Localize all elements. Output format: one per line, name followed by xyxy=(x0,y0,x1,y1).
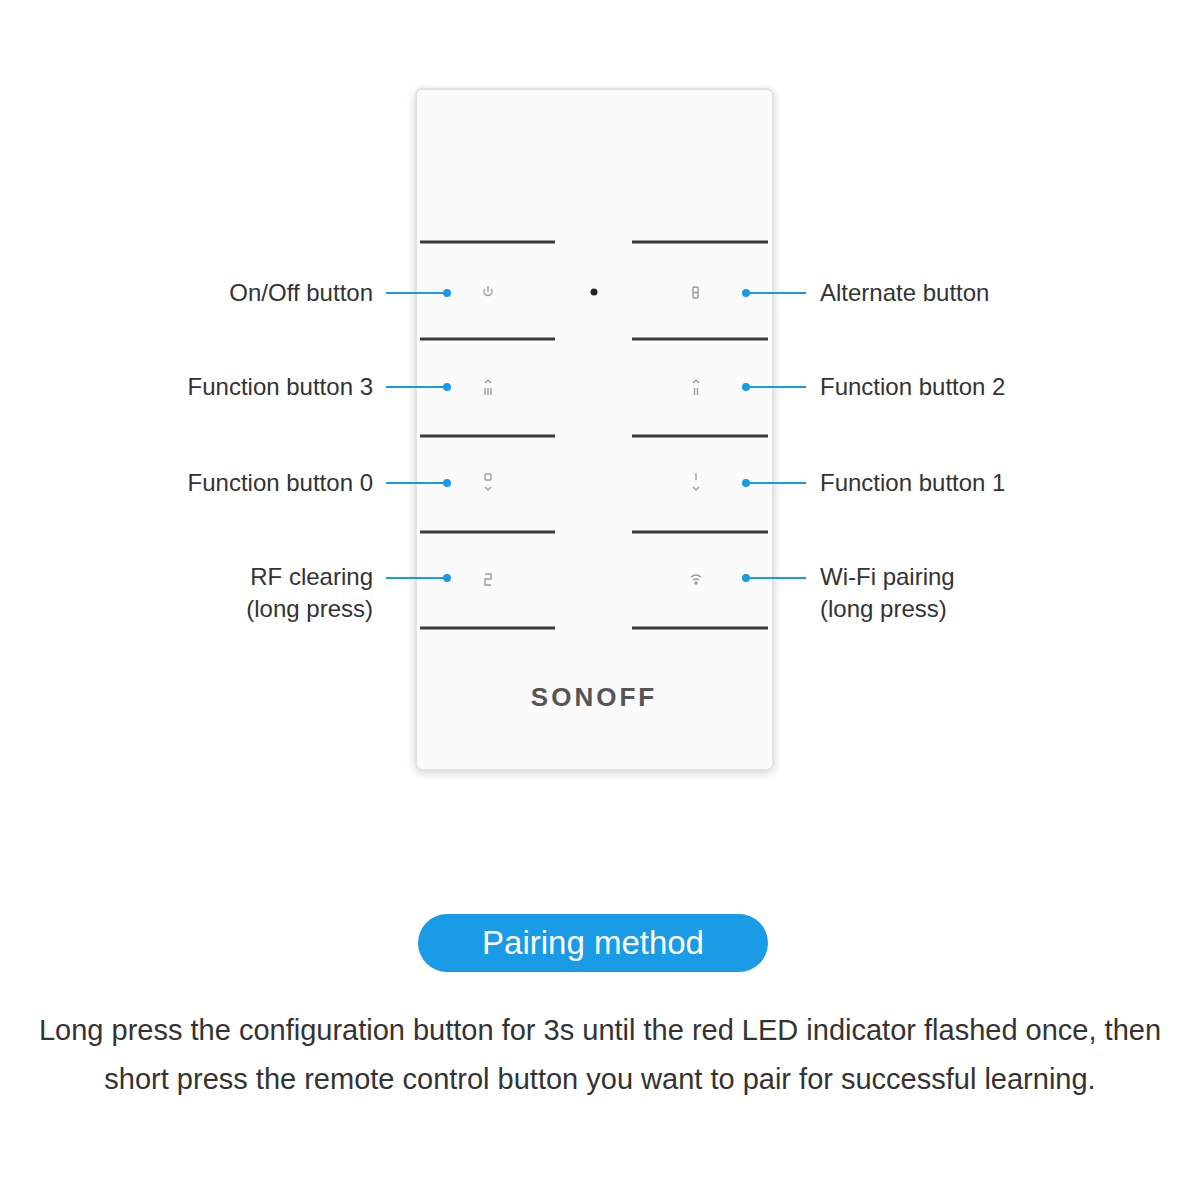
callout-label: On/Off button xyxy=(43,277,373,309)
brand-logo: SONOFF xyxy=(525,680,663,715)
node-text: Pairing method xyxy=(456,924,730,962)
callout-label: Function button 1 xyxy=(820,467,1150,499)
callout-label: Wi-Fi pairing (long press) xyxy=(820,561,995,625)
remote-body xyxy=(416,89,773,770)
section-pill: Pairing method xyxy=(418,914,768,972)
callout-label: Function button 2 xyxy=(820,371,1150,403)
callout-label: RF clearing (long press) xyxy=(198,561,373,625)
button-separators xyxy=(420,242,768,628)
caption-text: Long press the configuration button for … xyxy=(20,1006,1180,1104)
button-icons xyxy=(484,286,701,585)
leader-lines xyxy=(386,290,806,581)
callout-label: Function button 3 xyxy=(43,371,373,403)
node-text: SONOFF xyxy=(531,682,657,713)
callout-label: Function button 0 xyxy=(43,467,373,499)
callout-label: Alternate button xyxy=(820,277,1150,309)
led-indicator xyxy=(591,289,598,296)
